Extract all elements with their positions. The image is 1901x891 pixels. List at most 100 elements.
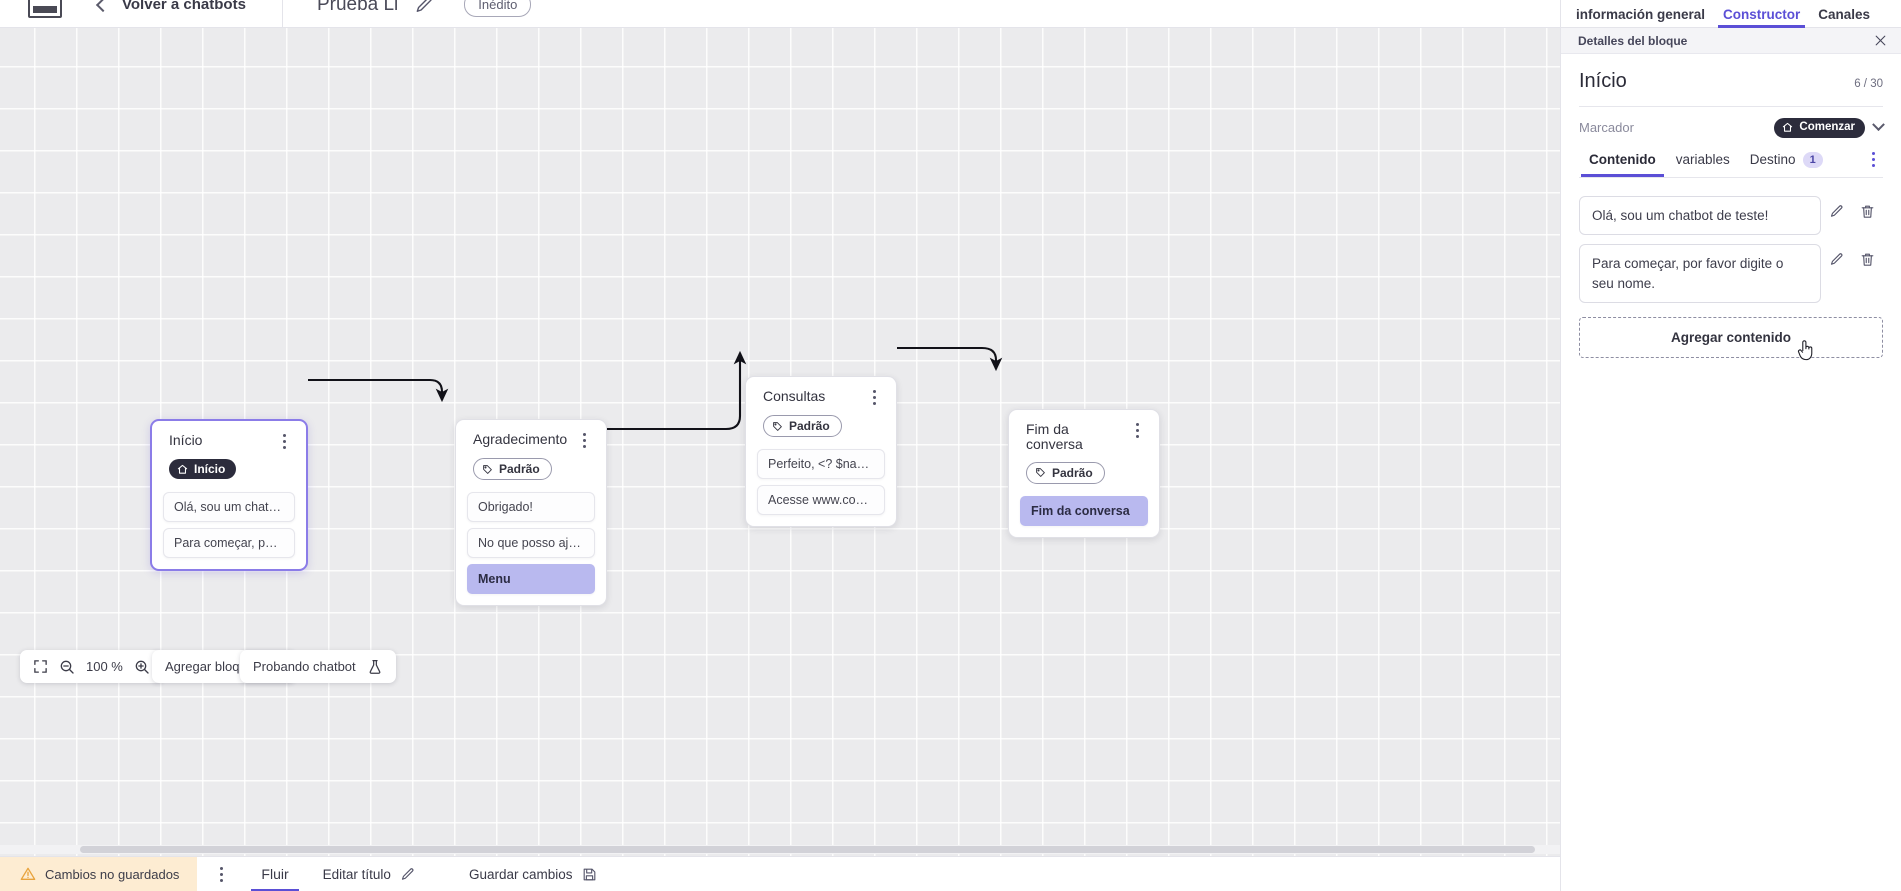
home-icon bbox=[1783, 123, 1793, 132]
block-title-row: Início 6 / 30 bbox=[1579, 70, 1883, 93]
close-icon[interactable] bbox=[1874, 34, 1887, 47]
node-item-list: Olá, sou um chatbot de teste! Para começ… bbox=[163, 491, 295, 558]
node-tag-padrao: Padrão bbox=[1026, 461, 1105, 484]
panel-inner-tabs: Contenido variables Destino 1 bbox=[1579, 151, 1883, 178]
tab-destino[interactable]: Destino 1 bbox=[1740, 151, 1833, 177]
tab-contenido-label: Contenido bbox=[1589, 152, 1656, 168]
flow-canvas[interactable]: Início Início Olá, sou um chatbot de tes… bbox=[0, 28, 1560, 856]
node-kebab-menu-icon[interactable] bbox=[1129, 421, 1145, 439]
delete-content-button[interactable] bbox=[1852, 196, 1883, 219]
add-block-label: Agregar bloque bbox=[165, 659, 254, 674]
node-item-list: Perfeito, <? $name ?>! Acesse www.consul… bbox=[757, 449, 885, 515]
bottom-status-bar: Cambios no guardados Fluir Editar título… bbox=[0, 856, 1560, 891]
node-title: Fim da conversa bbox=[1026, 421, 1083, 453]
edit-title-label: Editar título bbox=[322, 866, 391, 882]
via-logo bbox=[28, 0, 62, 18]
node-tag-padrao: Padrão bbox=[473, 458, 552, 480]
tab-contenido[interactable]: Contenido bbox=[1579, 152, 1666, 178]
node-item-menu[interactable]: Menu bbox=[467, 564, 595, 594]
node-tag-padrao: Padrão bbox=[763, 415, 842, 437]
node-item[interactable]: No que posso ajudar, <? $name ... bbox=[467, 528, 595, 558]
delete-content-button[interactable] bbox=[1852, 244, 1883, 267]
node-item-list: Fim da conversa bbox=[1020, 495, 1148, 526]
marcador-badge[interactable]: Comenzar bbox=[1774, 118, 1865, 138]
chevron-down-icon[interactable] bbox=[1872, 118, 1885, 132]
tab-destino-label: Destino bbox=[1749, 152, 1796, 168]
zoom-in-icon[interactable] bbox=[134, 659, 150, 675]
tab-canales[interactable]: Canales bbox=[1818, 7, 1871, 22]
content-text[interactable]: Para começar, por favor digite o seu nom… bbox=[1579, 244, 1821, 304]
edit-content-button[interactable] bbox=[1821, 244, 1852, 267]
scrollbar-thumb[interactable] bbox=[80, 846, 1535, 853]
flow-node-fim-da-conversa[interactable]: Fim da conversa Padrão Fim da conversa bbox=[1008, 409, 1160, 538]
node-item-fim[interactable]: Fim da conversa bbox=[1020, 495, 1148, 526]
marcador-row: Marcador Comenzar bbox=[1579, 107, 1885, 138]
panel-tabs: información general Constructor Canales bbox=[1561, 0, 1901, 28]
node-title: Consultas bbox=[763, 388, 826, 404]
node-item[interactable]: Olá, sou um chatbot de teste! bbox=[163, 491, 295, 522]
node-tag-row: Padrão bbox=[757, 406, 885, 441]
flow-node-consultas[interactable]: Consultas Padrão Perfeito, <? $name ?>! … bbox=[745, 376, 897, 527]
node-kebab-menu-icon[interactable] bbox=[276, 432, 292, 450]
status-badge: Inédito bbox=[464, 0, 532, 17]
flow-node-inicio[interactable]: Início Início Olá, sou um chatbot de tes… bbox=[150, 419, 308, 571]
tag-icon bbox=[1036, 468, 1045, 478]
flow-node-agradecimento[interactable]: Agradecimento Padrão Obrigado! No que po… bbox=[455, 419, 607, 606]
edit-content-button[interactable] bbox=[1821, 196, 1852, 219]
top-bar: Volver a chatbots Prueba Li Inédito bbox=[0, 0, 1560, 28]
node-item-list: Obrigado! No que posso ajudar, <? $name … bbox=[467, 492, 595, 594]
flow-connectors bbox=[308, 346, 1003, 431]
tab-variables[interactable]: variables bbox=[1666, 152, 1740, 176]
node-item[interactable]: Para começar, por favor digite o ... bbox=[163, 527, 295, 558]
content-row: Olá, sou um chatbot de teste! bbox=[1579, 195, 1883, 236]
trash-icon bbox=[1861, 253, 1874, 266]
panel-tabs-kebab-menu-icon[interactable] bbox=[1865, 151, 1881, 169]
add-content-button[interactable]: Agregar contenido bbox=[1579, 317, 1883, 359]
panel-subheader: Detalles del bloque bbox=[1561, 28, 1901, 54]
trash-icon bbox=[1861, 205, 1874, 218]
statusbar-tab-fluir[interactable]: Fluir bbox=[243, 857, 306, 891]
tab-constructor[interactable]: Constructor bbox=[1714, 7, 1809, 28]
panel-body: Início 6 / 30 Marcador Comenzar bbox=[1561, 54, 1901, 178]
node-title: Início bbox=[169, 432, 203, 448]
tag-icon bbox=[483, 464, 492, 474]
zoom-out-icon[interactable] bbox=[59, 659, 75, 675]
edit-title-button[interactable]: Editar título bbox=[307, 857, 431, 891]
destino-count-badge: 1 bbox=[1802, 151, 1823, 168]
node-header: Agradecimento bbox=[467, 431, 595, 449]
node-header: Fim da conversa bbox=[1020, 421, 1148, 453]
save-disk-icon bbox=[583, 868, 595, 880]
test-chatbot-button[interactable]: Probando chatbot bbox=[240, 650, 396, 683]
node-item[interactable]: Obrigado! bbox=[467, 492, 595, 522]
statusbar-kebab-menu-icon[interactable] bbox=[213, 865, 229, 883]
save-changes-button[interactable]: Guardar cambios bbox=[453, 857, 613, 891]
content-text[interactable]: Olá, sou um chatbot de teste! bbox=[1579, 195, 1821, 236]
node-tag-row: Padrão bbox=[467, 449, 595, 484]
node-item[interactable]: Acesse www.consultas.com par... bbox=[757, 485, 885, 515]
pencil-icon[interactable] bbox=[414, 0, 434, 15]
node-tag-label: Início bbox=[194, 462, 226, 476]
unsaved-changes-label: Cambios no guardados bbox=[45, 866, 180, 882]
fit-screen-icon[interactable] bbox=[33, 659, 48, 674]
marcador-control: Comenzar bbox=[1774, 118, 1885, 138]
node-kebab-menu-icon[interactable] bbox=[866, 388, 882, 406]
mouse-cursor-pointer bbox=[1797, 340, 1813, 361]
node-tag-label: Padrão bbox=[1052, 465, 1093, 480]
test-chatbot-label: Probando chatbot bbox=[253, 659, 356, 674]
back-chevron-icon[interactable] bbox=[95, 0, 111, 12]
zoom-toolbar: 100 % bbox=[20, 650, 163, 683]
node-item[interactable]: Perfeito, <? $name ?>! bbox=[757, 449, 885, 479]
statusbar-tab-label: Fluir bbox=[261, 866, 289, 882]
warning-triangle-icon bbox=[20, 867, 36, 880]
panel-subheader-title: Detalles del bloque bbox=[1578, 33, 1688, 48]
back-to-chatbots-link[interactable]: Volver a chatbots bbox=[122, 0, 246, 13]
chatbot-title: Prueba Li bbox=[316, 0, 399, 15]
tab-informacion-general[interactable]: información general bbox=[1576, 7, 1706, 22]
pencil-icon bbox=[401, 867, 414, 880]
marcador-badge-label: Comenzar bbox=[1799, 121, 1855, 133]
node-kebab-menu-icon[interactable] bbox=[576, 431, 592, 449]
horizontal-scrollbar[interactable] bbox=[0, 845, 1560, 854]
zoom-level-label: 100 % bbox=[86, 659, 123, 674]
node-tag-row: Início bbox=[163, 450, 295, 484]
node-tag-label: Padrão bbox=[789, 419, 830, 433]
